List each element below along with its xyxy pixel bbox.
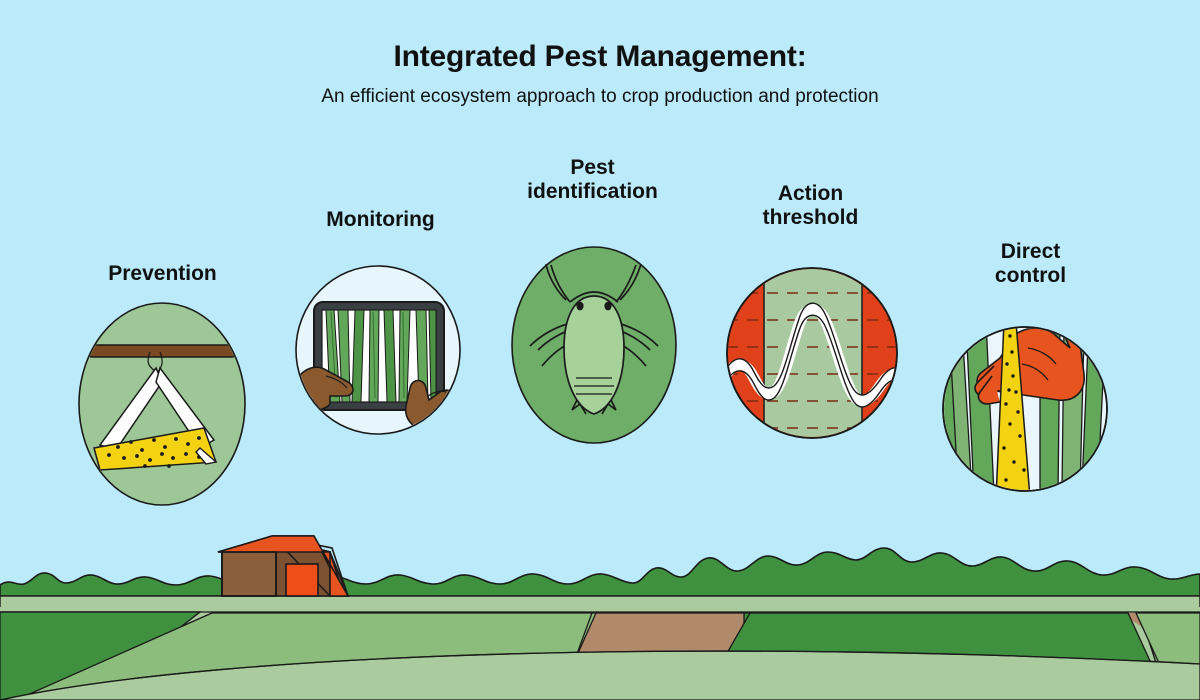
step-circle-direct-control[interactable] bbox=[940, 320, 1108, 498]
step-label-action-threshold: Action threshold bbox=[762, 182, 859, 229]
crop-fields bbox=[0, 607, 1200, 700]
page-title: Integrated Pest Management: bbox=[393, 40, 807, 73]
treeline bbox=[0, 547, 1200, 597]
barn-icon bbox=[217, 535, 350, 597]
step-label-direct-control: Direct control bbox=[994, 240, 1067, 287]
sticky-trap-card bbox=[995, 328, 1031, 490]
step-circle-action-threshold[interactable] bbox=[726, 267, 900, 439]
step-circle-monitoring[interactable] bbox=[295, 265, 461, 435]
page-subtitle: An efficient ecosystem approach to crop … bbox=[321, 86, 879, 107]
aphid-icon bbox=[529, 263, 659, 415]
step-label-pest-identification: Pest identification bbox=[527, 156, 658, 203]
step-label-monitoring: Monitoring bbox=[326, 208, 435, 231]
step-label-prevention: Prevention bbox=[108, 262, 217, 285]
trapped-insects-dots bbox=[107, 436, 201, 468]
step-circle-prevention[interactable] bbox=[78, 302, 246, 506]
step-circle-pest-identification[interactable] bbox=[511, 246, 677, 444]
